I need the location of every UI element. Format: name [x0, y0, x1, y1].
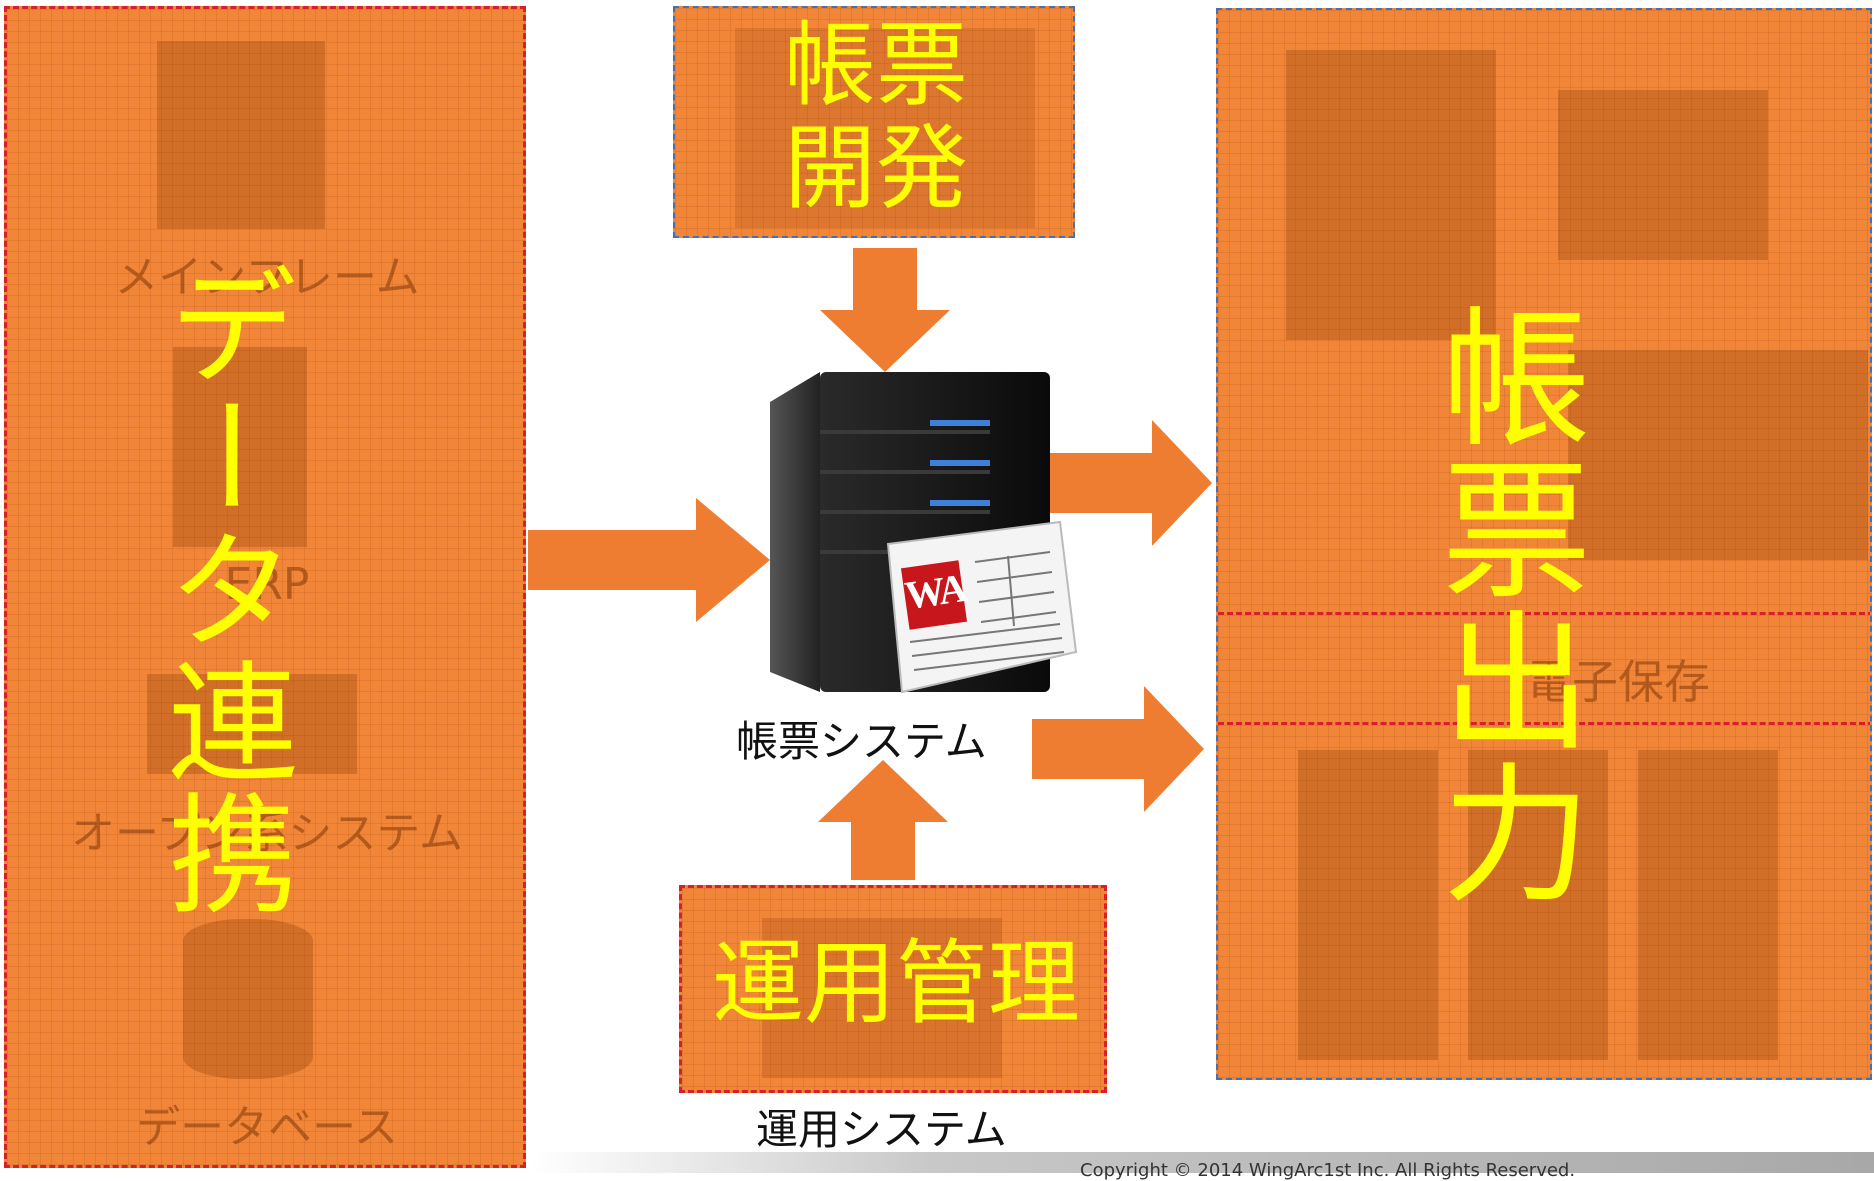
- mainframe-label: メインフレーム: [114, 252, 420, 303]
- footer-bar: [530, 1152, 1874, 1173]
- erp-label: ERP: [224, 559, 310, 610]
- form-development-title: 帳票開発: [675, 12, 1073, 223]
- divider-bottom: [1218, 722, 1870, 725]
- divider-top: [1218, 612, 1870, 615]
- arrow-up-from-operation: [818, 760, 948, 880]
- open-system-label: オープン系システム: [70, 808, 464, 859]
- electronic-archive-label: 電子保存: [1526, 655, 1710, 709]
- data-integration-title: データ連携: [146, 259, 298, 919]
- database-icon: [183, 919, 313, 1079]
- open-system-icon: [147, 674, 357, 774]
- label-printer-icon: [1558, 90, 1768, 260]
- form-development-title-text: 帳票開発: [783, 12, 968, 223]
- operation-management-title: 運用管理: [711, 930, 1080, 1037]
- form-output-title: 帳票出力: [1416, 300, 1590, 908]
- storage-server-icon-2: [1468, 750, 1608, 1060]
- operation-management-panel: 運用管理: [679, 885, 1107, 1093]
- form-designer-screenshot: [735, 28, 1035, 228]
- monitor-icon: [762, 918, 1002, 1078]
- copyright-text: Copyright © 2014 WingArc1st Inc. All Rig…: [1080, 1160, 1576, 1181]
- arrow-right-from-integration: [528, 498, 770, 622]
- form-output-panel: 電子保存 帳票出力: [1216, 8, 1872, 1080]
- wa-logo-text: WA: [902, 565, 969, 618]
- operation-system-caption: 運用システム: [756, 1105, 1007, 1154]
- data-integration-panel: メインフレーム ERP オープン系システム データベース データ連携: [4, 6, 526, 1168]
- database-label: データベース: [136, 1102, 398, 1153]
- erp-icon: [173, 347, 307, 547]
- arrow-right-to-printers: [1040, 420, 1212, 546]
- arrow-down-from-development: [820, 248, 950, 372]
- mainframe-icon: [157, 41, 325, 229]
- storage-server-icon-3: [1638, 750, 1778, 1060]
- form-development-panel: 帳票開発: [673, 6, 1075, 238]
- form-system-caption: 帳票システム: [736, 717, 987, 766]
- arrow-right-to-storage: [1032, 686, 1204, 812]
- multifunction-printer-icon: [1286, 50, 1496, 340]
- production-printer-icon: [1568, 350, 1868, 560]
- storage-server-icon-1: [1298, 750, 1438, 1060]
- form-document-icon: [886, 520, 1078, 694]
